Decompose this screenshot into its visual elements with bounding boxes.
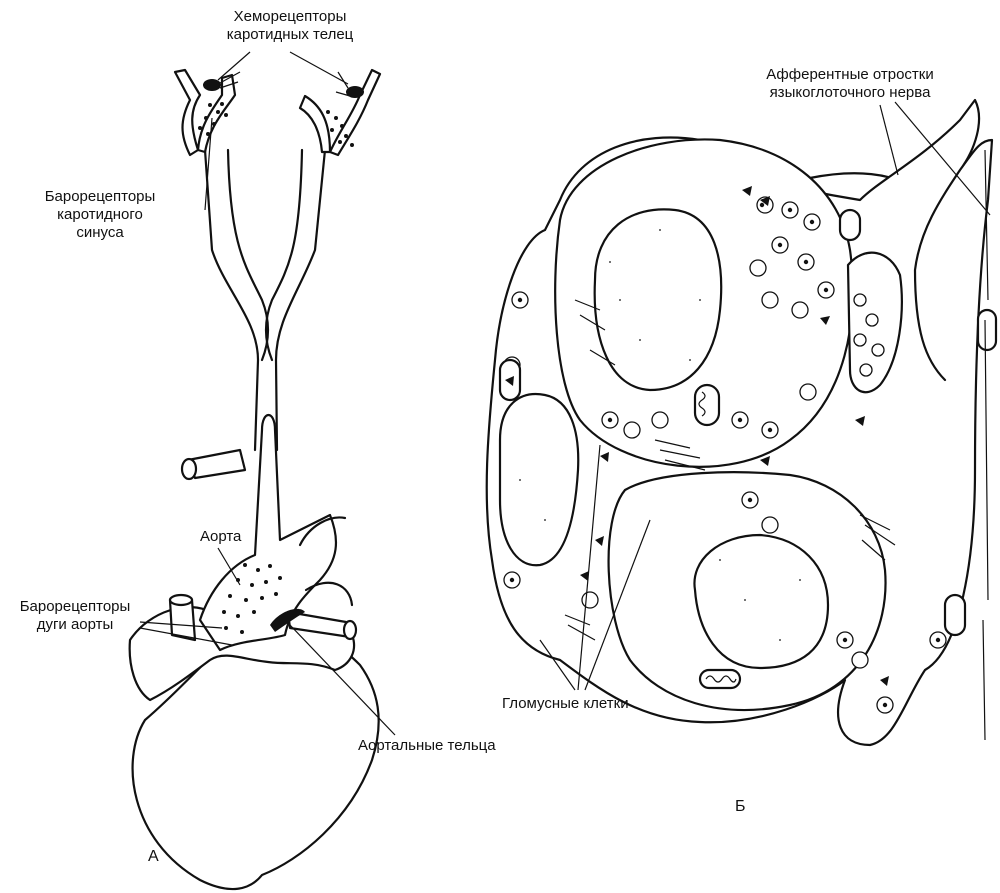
afferent-line-2: языкоглоточного нерва: [735, 84, 965, 102]
panel-label-a: А: [148, 848, 159, 866]
glomus-cells-label: Гломусные клетки: [502, 695, 629, 713]
panel-label-b: Б: [735, 798, 746, 816]
nucleus-upper: [595, 209, 722, 390]
carotid-baroreceptors-line-2: каротидного: [10, 206, 190, 224]
carotid-baroreceptors-label: Барорецепторы каротидного синуса: [10, 188, 190, 242]
aorta-label: Аорта: [200, 528, 241, 546]
chemoreceptors-line-2: каротидных телец: [210, 26, 370, 44]
carotid-baroreceptors-line-1: Барорецепторы: [10, 188, 190, 206]
panel-a-drawing: [130, 52, 395, 889]
arch-baroreceptors-line-2: дуги аорты: [5, 616, 145, 634]
panel-b-drawing: [487, 100, 996, 745]
carotid-baroreceptors-line-3: синуса: [10, 224, 190, 242]
chemoreceptors-label: Хеморецепторы каротидных телец: [210, 8, 370, 44]
carotid-body-left: [203, 79, 221, 91]
aortic-bodies-label: Аортальные тельца: [358, 737, 496, 755]
chemoreceptors-line-1: Хеморецепторы: [210, 8, 370, 26]
afferent-line-1: Афферентные отростки: [735, 66, 965, 84]
arch-baroreceptors-label: Барорецепторы дуги аорты: [5, 598, 145, 634]
afferent-label: Афферентные отростки языкоглоточного нер…: [735, 66, 965, 102]
arch-baroreceptors-line-1: Барорецепторы: [5, 598, 145, 616]
